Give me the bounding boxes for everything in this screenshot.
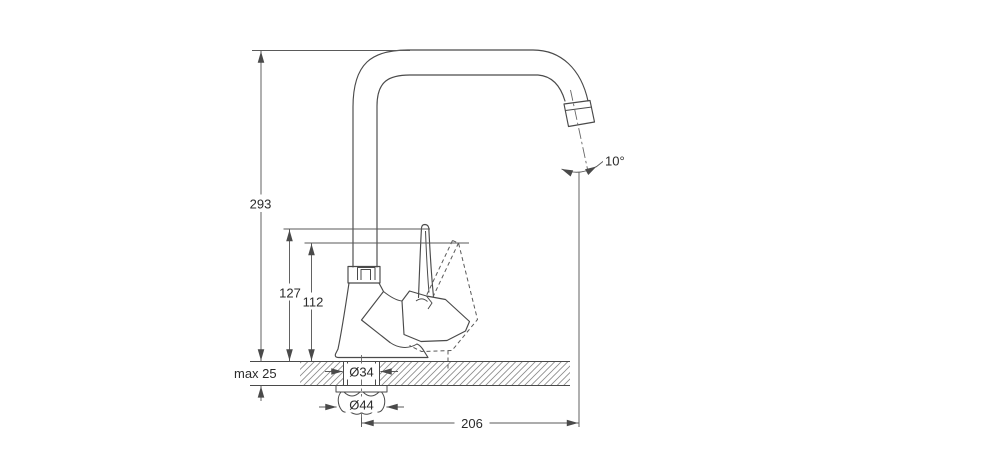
label-bg-112	[299, 292, 327, 310]
body-waist-crease	[360, 282, 391, 344]
lever-blade	[417, 223, 435, 299]
body-shoulder-line	[383, 291, 403, 302]
label-bg-hole	[346, 363, 377, 380]
aerator	[563, 99, 596, 128]
centerlines	[361, 89, 589, 425]
dim-spout-reach-label: 206	[461, 416, 483, 431]
dim-nut-diameter-label: Ø44	[349, 398, 374, 413]
horseshoe-washer-lobes	[343, 391, 380, 397]
dim-overall-height-label: 293	[250, 197, 272, 212]
dim-deck-thickness-label: max 25	[234, 366, 277, 381]
mounting-flange	[335, 385, 388, 393]
handle-dome-detail	[415, 295, 433, 310]
lever-phantom-position	[409, 240, 478, 372]
countertop-hatch-left	[300, 362, 344, 385]
faucet-outline	[334, 49, 596, 359]
phantom-blade-left	[425, 240, 453, 297]
handle-dome	[401, 290, 471, 343]
countertop-hatch-right	[379, 362, 570, 385]
collar-logo-plate	[357, 267, 376, 280]
phantom-dome	[409, 240, 478, 352]
dim-hole-diameter-label: Ø34	[349, 365, 374, 380]
dim-spout-angle-label: 10°	[605, 154, 625, 169]
body-trunk	[334, 282, 429, 359]
label-bg-max25	[232, 365, 289, 381]
body-underside	[389, 342, 418, 348]
phantom-blade-right	[431, 242, 459, 301]
lever-blade-inner-line	[425, 230, 430, 293]
spout-inner-edge	[376, 74, 566, 268]
countertop-section	[250, 361, 570, 386]
label-bg-206	[454, 414, 490, 432]
dimension-labels: 293 127 112 max 25 Ø34 Ø44 206 10°	[232, 152, 629, 432]
angle-arc	[561, 166, 597, 177]
label-bg-nut	[345, 396, 378, 413]
spout-outer-edge	[352, 49, 589, 268]
body-collar	[347, 265, 381, 284]
label-bg-127	[276, 283, 304, 301]
aerator-seam	[565, 106, 593, 111]
label-bg-293	[246, 194, 275, 212]
label-bg-angle	[603, 152, 629, 169]
aerator-axis-centerline	[570, 89, 589, 172]
dim-lever-height-label: 127	[279, 286, 301, 301]
dim-body-height-label: 112	[303, 295, 324, 310]
